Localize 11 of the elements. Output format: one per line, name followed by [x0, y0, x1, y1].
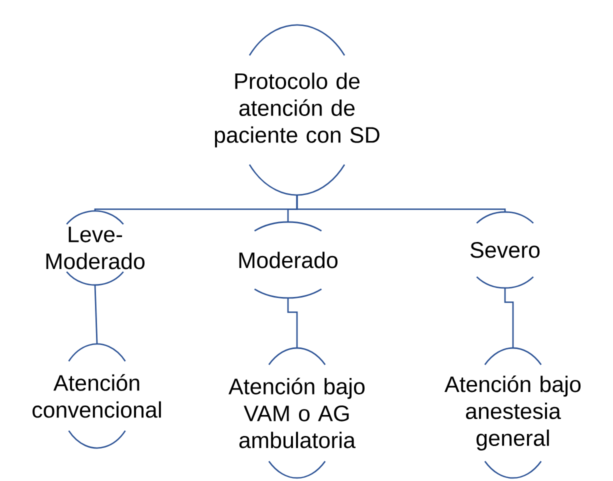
oval-node: Leve-Moderado	[46, 210, 145, 286]
connector-line	[504, 288, 514, 348]
oval-node: Atención bajo VAM o AG ambulatoria	[228, 347, 365, 479]
oval-node: Atención convencional	[32, 343, 161, 449]
connector-line	[287, 298, 298, 348]
oval-node: Protocolo de atención de paciente con SD	[214, 24, 380, 196]
oval-node: Atención bajo anestesia general	[444, 347, 581, 479]
oval-node: Moderado	[239, 221, 338, 299]
connector-line	[94, 285, 98, 344]
oval-node: Severo	[470, 211, 540, 289]
connector-line	[296, 195, 506, 212]
